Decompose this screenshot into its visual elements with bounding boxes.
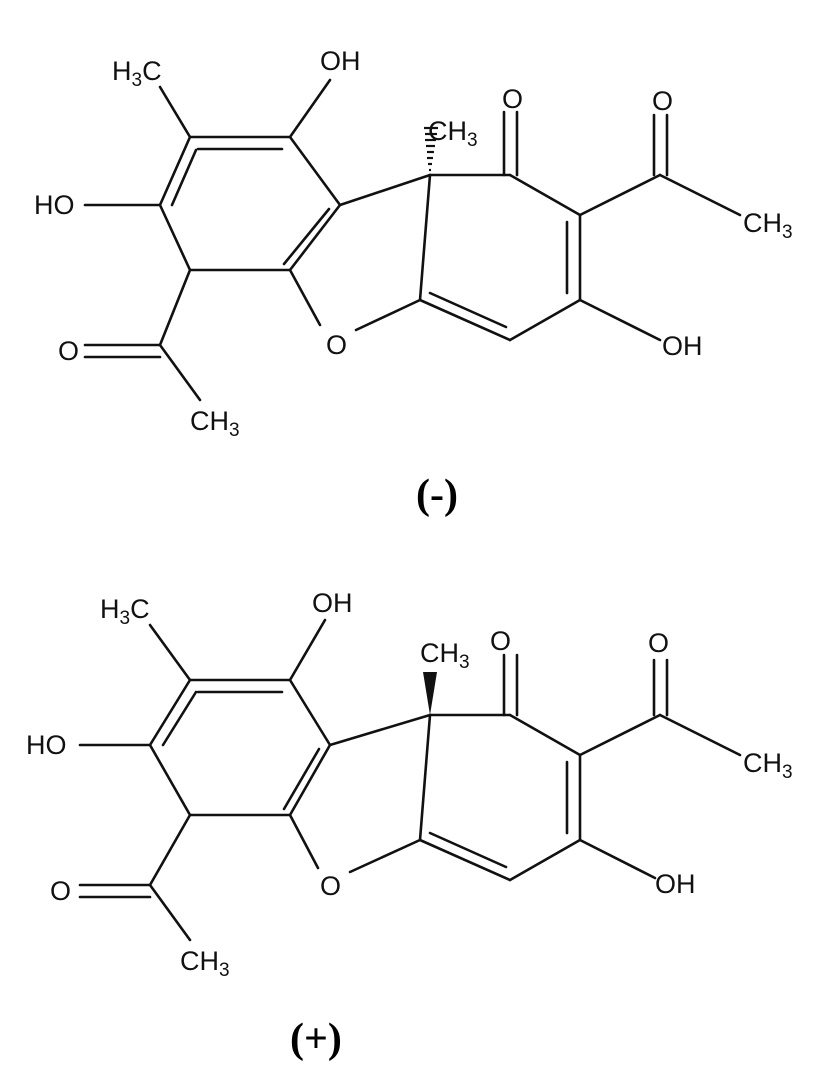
bond: [338, 173, 432, 207]
bond: [578, 713, 662, 757]
bond: [158, 343, 202, 402]
furan-oxygen-label: O: [326, 330, 347, 360]
bond: [161, 690, 198, 747]
ketone-oxygen-label: O: [502, 84, 523, 114]
bond: [288, 135, 342, 207]
enantiomer-label-plus: (+): [290, 1016, 342, 1062]
oh-top-label: OH: [320, 46, 361, 76]
bond: [158, 85, 192, 139]
bond: [578, 838, 657, 880]
h3c-label: H3C: [112, 56, 162, 91]
ketone-oxygen-label: O: [490, 626, 511, 656]
bonds-plus: [78, 618, 742, 942]
bond: [148, 883, 192, 942]
bond: [282, 747, 321, 811]
bond: [508, 838, 582, 882]
bond: [288, 678, 332, 747]
ch3-right-label: CH3: [743, 208, 793, 243]
bond: [354, 298, 422, 332]
bond: [428, 291, 508, 329]
bond: [658, 173, 742, 217]
h3c-label: H3C: [100, 594, 150, 629]
bond: [348, 838, 422, 874]
ch3-center-label: CH3: [420, 638, 470, 673]
bond: [428, 831, 508, 869]
acetyl-oxygen-left-label: O: [50, 876, 71, 906]
bond: [288, 203, 342, 272]
bond: [658, 713, 742, 757]
oh-top-label: OH: [312, 588, 353, 618]
ho-left-label: HO: [34, 190, 75, 220]
acetyl-oxygen-left-label: O: [58, 336, 79, 366]
ch3-center-label: CH3: [428, 116, 478, 151]
enantiomer-label-minus: (-): [416, 472, 458, 518]
bond: [418, 298, 512, 342]
bond: [418, 173, 432, 302]
bond: [288, 268, 322, 327]
ch3-right-label: CH3: [743, 748, 793, 783]
bond: [158, 203, 192, 272]
ch3-bottom-label: CH3: [180, 946, 230, 981]
bond: [158, 268, 192, 347]
ho-left-label: HO: [26, 730, 67, 760]
bond: [418, 838, 512, 882]
oh-right-label: OH: [655, 869, 696, 899]
bond: [282, 207, 331, 266]
hashed-wedge-bond: [424, 126, 438, 172]
acetyl-oxygen-right-label: O: [648, 628, 669, 658]
bonds-minus: [83, 78, 742, 402]
bond: [148, 623, 192, 682]
acetyl-oxygen-right-label: O: [652, 86, 673, 116]
bond: [508, 298, 582, 342]
bond: [578, 298, 662, 342]
bond: [170, 148, 198, 207]
bond: [148, 743, 192, 817]
structure-minus: H3C OH CH3 O O CH3 HO OH O O CH3 (-): [34, 46, 793, 518]
bond: [288, 813, 320, 870]
bond: [288, 618, 327, 682]
oh-right-label: OH: [662, 331, 703, 361]
bond: [148, 678, 192, 747]
solid-wedge-bond: [423, 672, 437, 715]
bond: [418, 713, 432, 842]
ch3-bottom-label: CH3: [190, 406, 240, 441]
bond: [508, 173, 582, 217]
bond: [508, 713, 582, 757]
bond: [328, 713, 432, 747]
furan-oxygen-label: O: [320, 871, 341, 901]
bond: [148, 813, 192, 887]
structure-plus: H3C OH CH3 O O CH3 HO OH O O CH3 (+): [26, 588, 793, 1062]
bond: [288, 743, 332, 817]
bond: [158, 135, 192, 207]
bond: [288, 78, 332, 139]
bond: [578, 173, 662, 217]
